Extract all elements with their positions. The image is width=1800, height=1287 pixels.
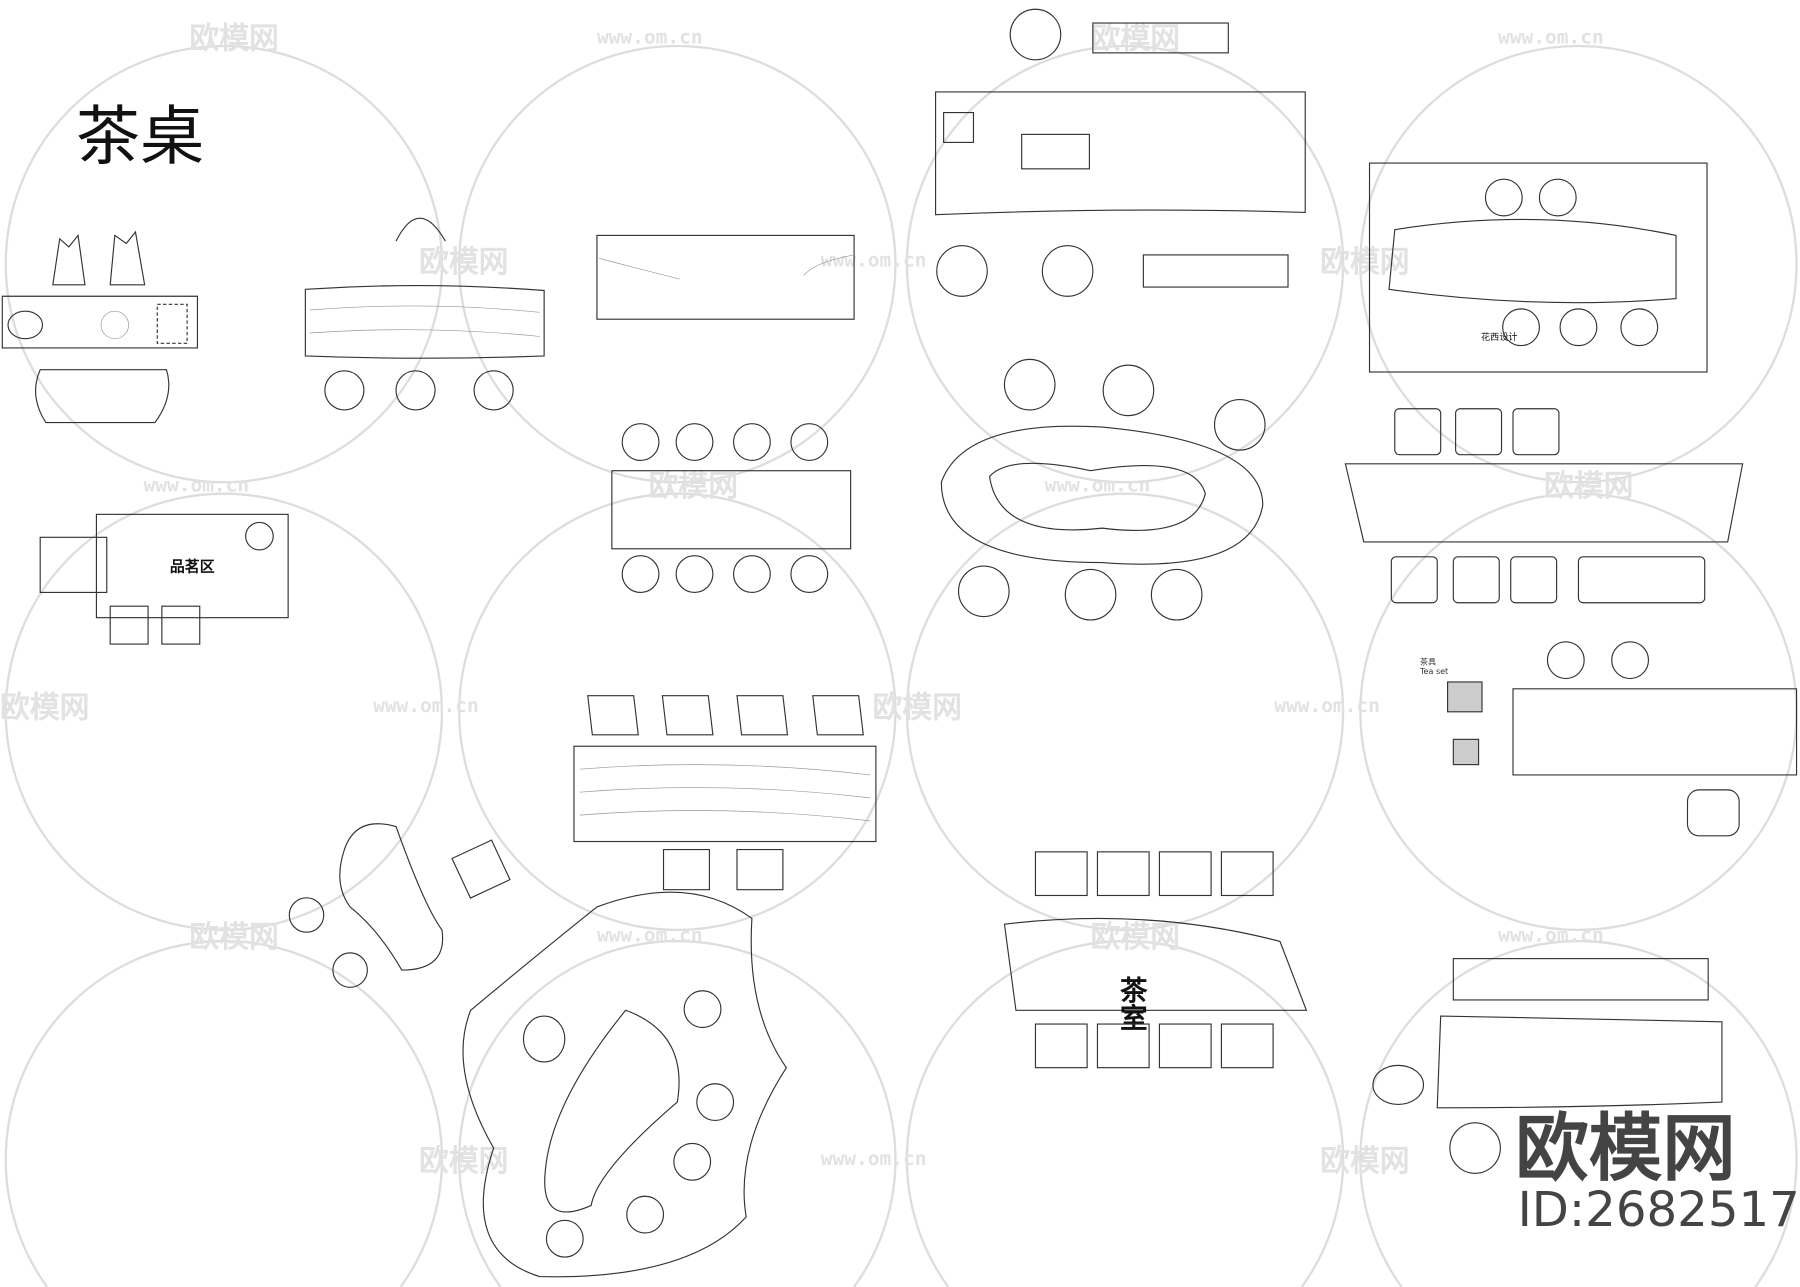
tea-table-set-9 [1344,408,1744,604]
watermark-brand: 欧模网 [1320,245,1409,280]
watermark-url: www.om.cn [1045,473,1151,496]
watermark-url: www.om.cn [1274,694,1380,717]
watermark-url: www.om.cn [597,923,703,946]
tea-table-set-11 [573,695,877,891]
tea-table-set-12 [288,823,511,988]
tea-table-set-10: 茶具 Tea set [1419,641,1798,837]
tea-table-set-3 [596,234,855,320]
watermark-texts: 欧模网 www.om.cn 欧模网 www.om.cn 欧模网 www.om.c… [0,21,1633,1179]
tea-table-set-6: 品茗区 [39,513,289,645]
watermark-brand: 欧模网 [1091,920,1180,955]
watermark-url: www.om.cn [821,1147,927,1170]
watermark-url: www.om.cn [1498,923,1604,946]
tea-table-set-15 [1372,958,1723,1174]
watermark-brand: 欧模网 [1320,1144,1409,1179]
watermark-url: www.om.cn [143,473,249,496]
tea-table-set-1 [1,230,199,424]
label-tea-room: 茶室 [1115,976,1148,1031]
tea-table-set-8 [940,358,1266,621]
watermark-url: www.om.cn [821,248,927,271]
tea-table-set-4 [935,8,1306,297]
watermark-circles [4,44,1798,1287]
label-tea-set-en: Tea set [1419,667,1448,676]
label-tasting-area: 品茗区 [170,558,215,576]
watermark-brand: 欧模网 [649,469,738,504]
watermark-url: www.om.cn [597,26,703,49]
watermark-brand: 欧模网 [1091,21,1180,56]
watermark-brand: 欧模网 [419,245,508,280]
tea-table-set-2 [304,217,545,411]
watermark-brand: 欧模网 [189,21,278,56]
watermark-brand: 欧模网 [872,691,961,726]
watermark-brand: 欧模网 [419,1144,508,1179]
watermark-url: www.om.cn [373,694,479,717]
page-title: 茶桌 [76,99,205,174]
tea-table-set-14: 茶室 [1003,851,1308,1069]
watermark-brand: 欧模网 [1544,469,1633,504]
label-tea-set-cn: 茶具 [1420,657,1436,667]
tea-table-set-13 [462,891,788,1278]
tea-table-set-7 [611,423,852,593]
watermark-brand: 欧模网 [189,920,278,955]
model-id: ID:2682517 [1518,1182,1800,1238]
watermark-url: www.om.cn [1498,26,1604,49]
watermark-brand-large: 欧模网 [1515,1106,1735,1191]
watermark-brand: 欧模网 [0,691,89,726]
designer-logo: 花西设计 [1481,331,1518,343]
tea-table-set-5: 花西设计 [1368,162,1708,373]
